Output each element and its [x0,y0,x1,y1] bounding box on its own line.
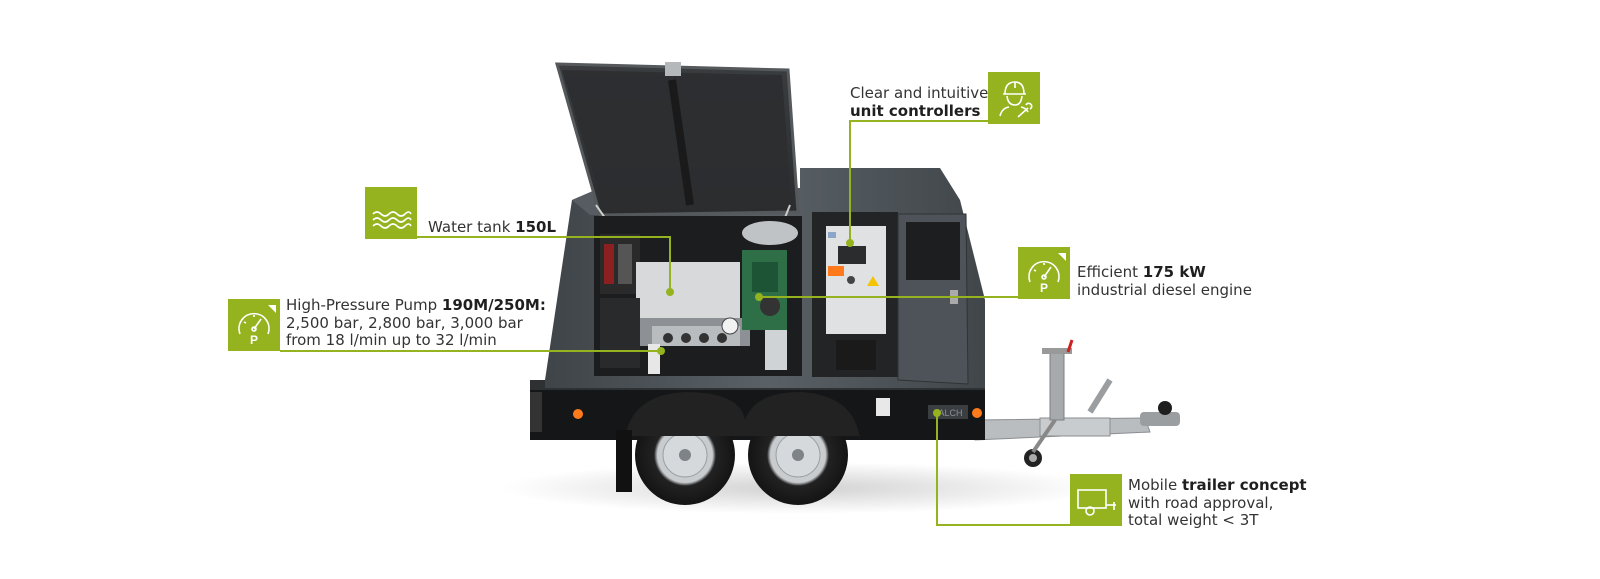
trailer-weight: total weight < 3T [1128,511,1259,529]
trailer-concept: trailer concept [1181,476,1307,494]
side-light [573,409,583,419]
control-compartment [812,212,969,385]
pump-models: 190M/250M: [441,296,546,314]
brand-plate-text: FALCH [933,408,962,418]
engine-text: Efficient [1077,263,1143,281]
worker-wrench-icon [988,72,1040,124]
line-controllers [849,120,990,240]
controllers-line2: unit controllers [850,101,981,120]
engine-type: industrial diesel engine [1077,280,1252,299]
trailer-text: Mobile [1128,476,1182,494]
callout-lines [280,120,1073,526]
engine-callout: Efficient 175 kW industrial diesel engin… [1077,263,1252,299]
controllers-callout: Clear and intuitive unit controllers [850,84,989,120]
pump-callout: High-Pressure Pump 190M/250M: 2,500 bar,… [286,296,546,350]
trailer-callout: Mobile trailer concept with road approva… [1128,476,1307,530]
control-panel [826,226,886,334]
water-tank-callout: Water tank 150L [428,218,557,237]
water-waves-icon [365,187,417,239]
engine-gauge-icon: P [1018,247,1070,299]
svg-text:P: P [1040,281,1048,295]
open-lid [554,62,800,231]
engine-compartment [594,216,802,376]
fender [625,392,860,440]
pump-pressures: 2,500 bar, 2,800 bar, 3,000 bar [286,313,523,332]
pump-flow: from 18 l/min up to 32 l/min [286,331,497,349]
water-tank-text: Water tank [428,218,516,236]
trailer-drawbar [974,339,1180,467]
controllers-line1: Clear and intuitive [850,84,989,102]
pressure-gauge-icon: P [228,299,280,351]
line-trailer [936,415,1073,526]
trailer-icon [1070,474,1122,526]
water-tank-capacity: 150L [515,218,557,236]
svg-text:P: P [250,333,258,347]
trailer-approval: with road approval, [1128,493,1274,512]
pressure-gauge [721,317,739,335]
pump-text: High-Pressure Pump [286,296,442,314]
line-water-tank [390,236,671,291]
engine-power: 175 kW [1142,263,1206,281]
